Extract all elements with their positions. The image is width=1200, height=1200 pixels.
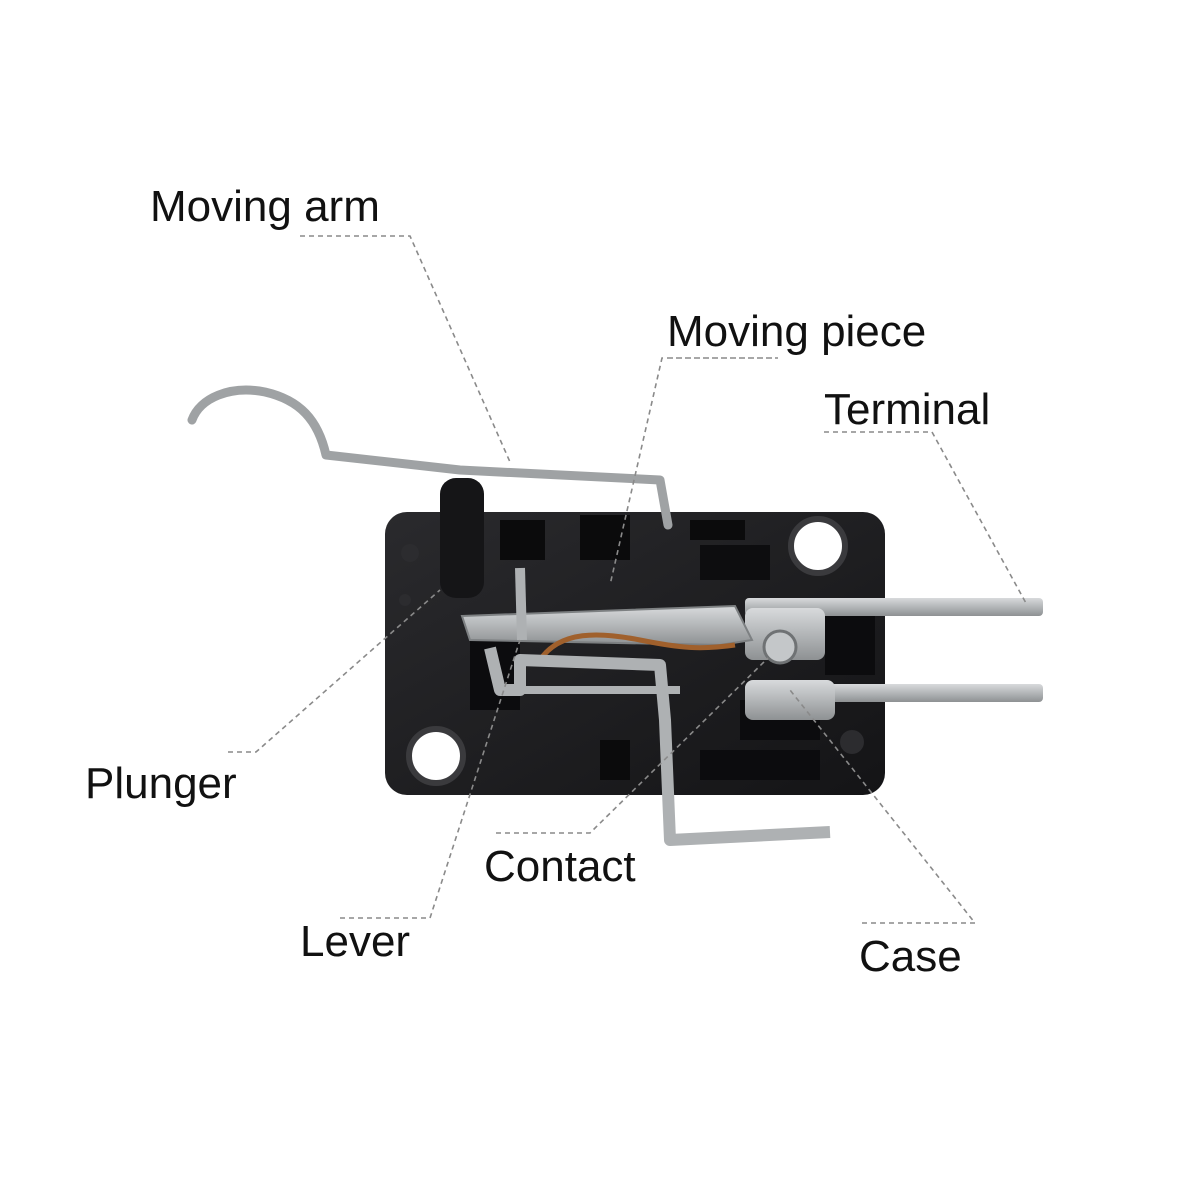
label-terminal: Terminal <box>824 385 991 434</box>
moving-arm-part <box>187 385 673 530</box>
mounting-hole-bottom <box>406 726 466 786</box>
label-moving-arm: Moving arm <box>150 182 380 231</box>
leader-lines <box>228 235 1028 924</box>
copper-spring <box>537 632 736 662</box>
terminals <box>745 598 1043 720</box>
contact-part <box>762 629 798 665</box>
moving-piece-part <box>460 604 754 647</box>
label-plunger: Plunger <box>85 759 237 808</box>
label-lever: Lever <box>300 917 411 966</box>
label-moving-piece: Moving piece <box>667 307 927 356</box>
lever-part <box>484 646 831 846</box>
mounting-hole-top <box>788 516 848 576</box>
plunger-part <box>440 478 484 598</box>
label-case: Case <box>859 932 962 981</box>
label-contact: Contact <box>484 842 636 891</box>
